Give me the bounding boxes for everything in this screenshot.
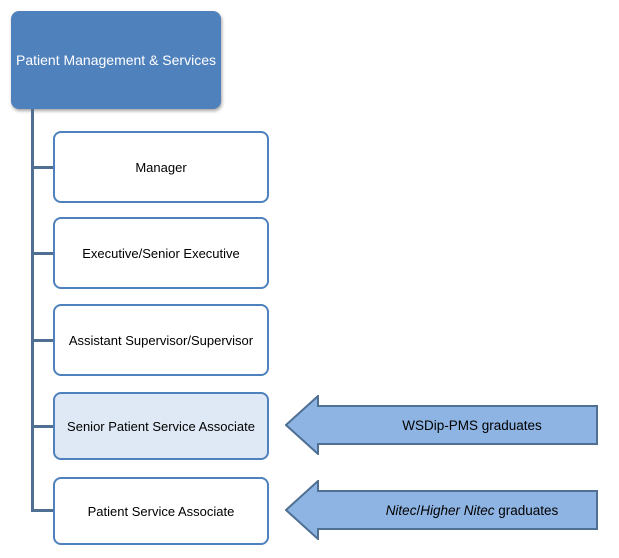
role-label: Patient Service Associate [87,503,235,519]
role-box-supervisor: Assistant Supervisor/Supervisor [53,304,269,376]
role-box-manager: Manager [53,131,269,203]
arrow-label-slash: / [416,502,421,518]
role-label: Assistant Supervisor/Supervisor [68,332,254,348]
arrow-nitec: Nitec/Higher Nitec graduates [285,480,599,540]
role-label: Senior Patient Service Associate [67,418,255,434]
role-box-associate: Patient Service Associate [53,477,269,545]
left-arrow-icon [285,480,598,540]
root-node-label: Patient Management & Services [16,52,216,68]
arrow-label: Nitec/Higher Nitec graduates [345,480,599,540]
role-label: Manager [135,159,187,175]
connector-branch [31,425,53,428]
role-label: Executive/Senior Executive [82,245,240,261]
connector-branch [31,252,53,255]
connector-trunk [31,109,34,511]
arrow-label-nitec: Nitec [385,502,417,518]
root-node: Patient Management & Services [11,11,221,109]
left-arrow-icon [285,395,598,455]
role-box-executive: Executive/Senior Executive [53,217,269,289]
connector-branch [31,166,53,169]
arrow-wsdip: WSDip-PMS graduates [285,395,599,455]
arrow-label-higher-nitec: Higher Nitec [420,502,495,518]
role-box-senior-associate: Senior Patient Service Associate [53,392,269,460]
connector-branch [31,509,53,512]
arrow-label: WSDip-PMS graduates [402,417,542,433]
connector-branch [31,339,53,342]
arrow-label-graduates: graduates [494,502,559,518]
